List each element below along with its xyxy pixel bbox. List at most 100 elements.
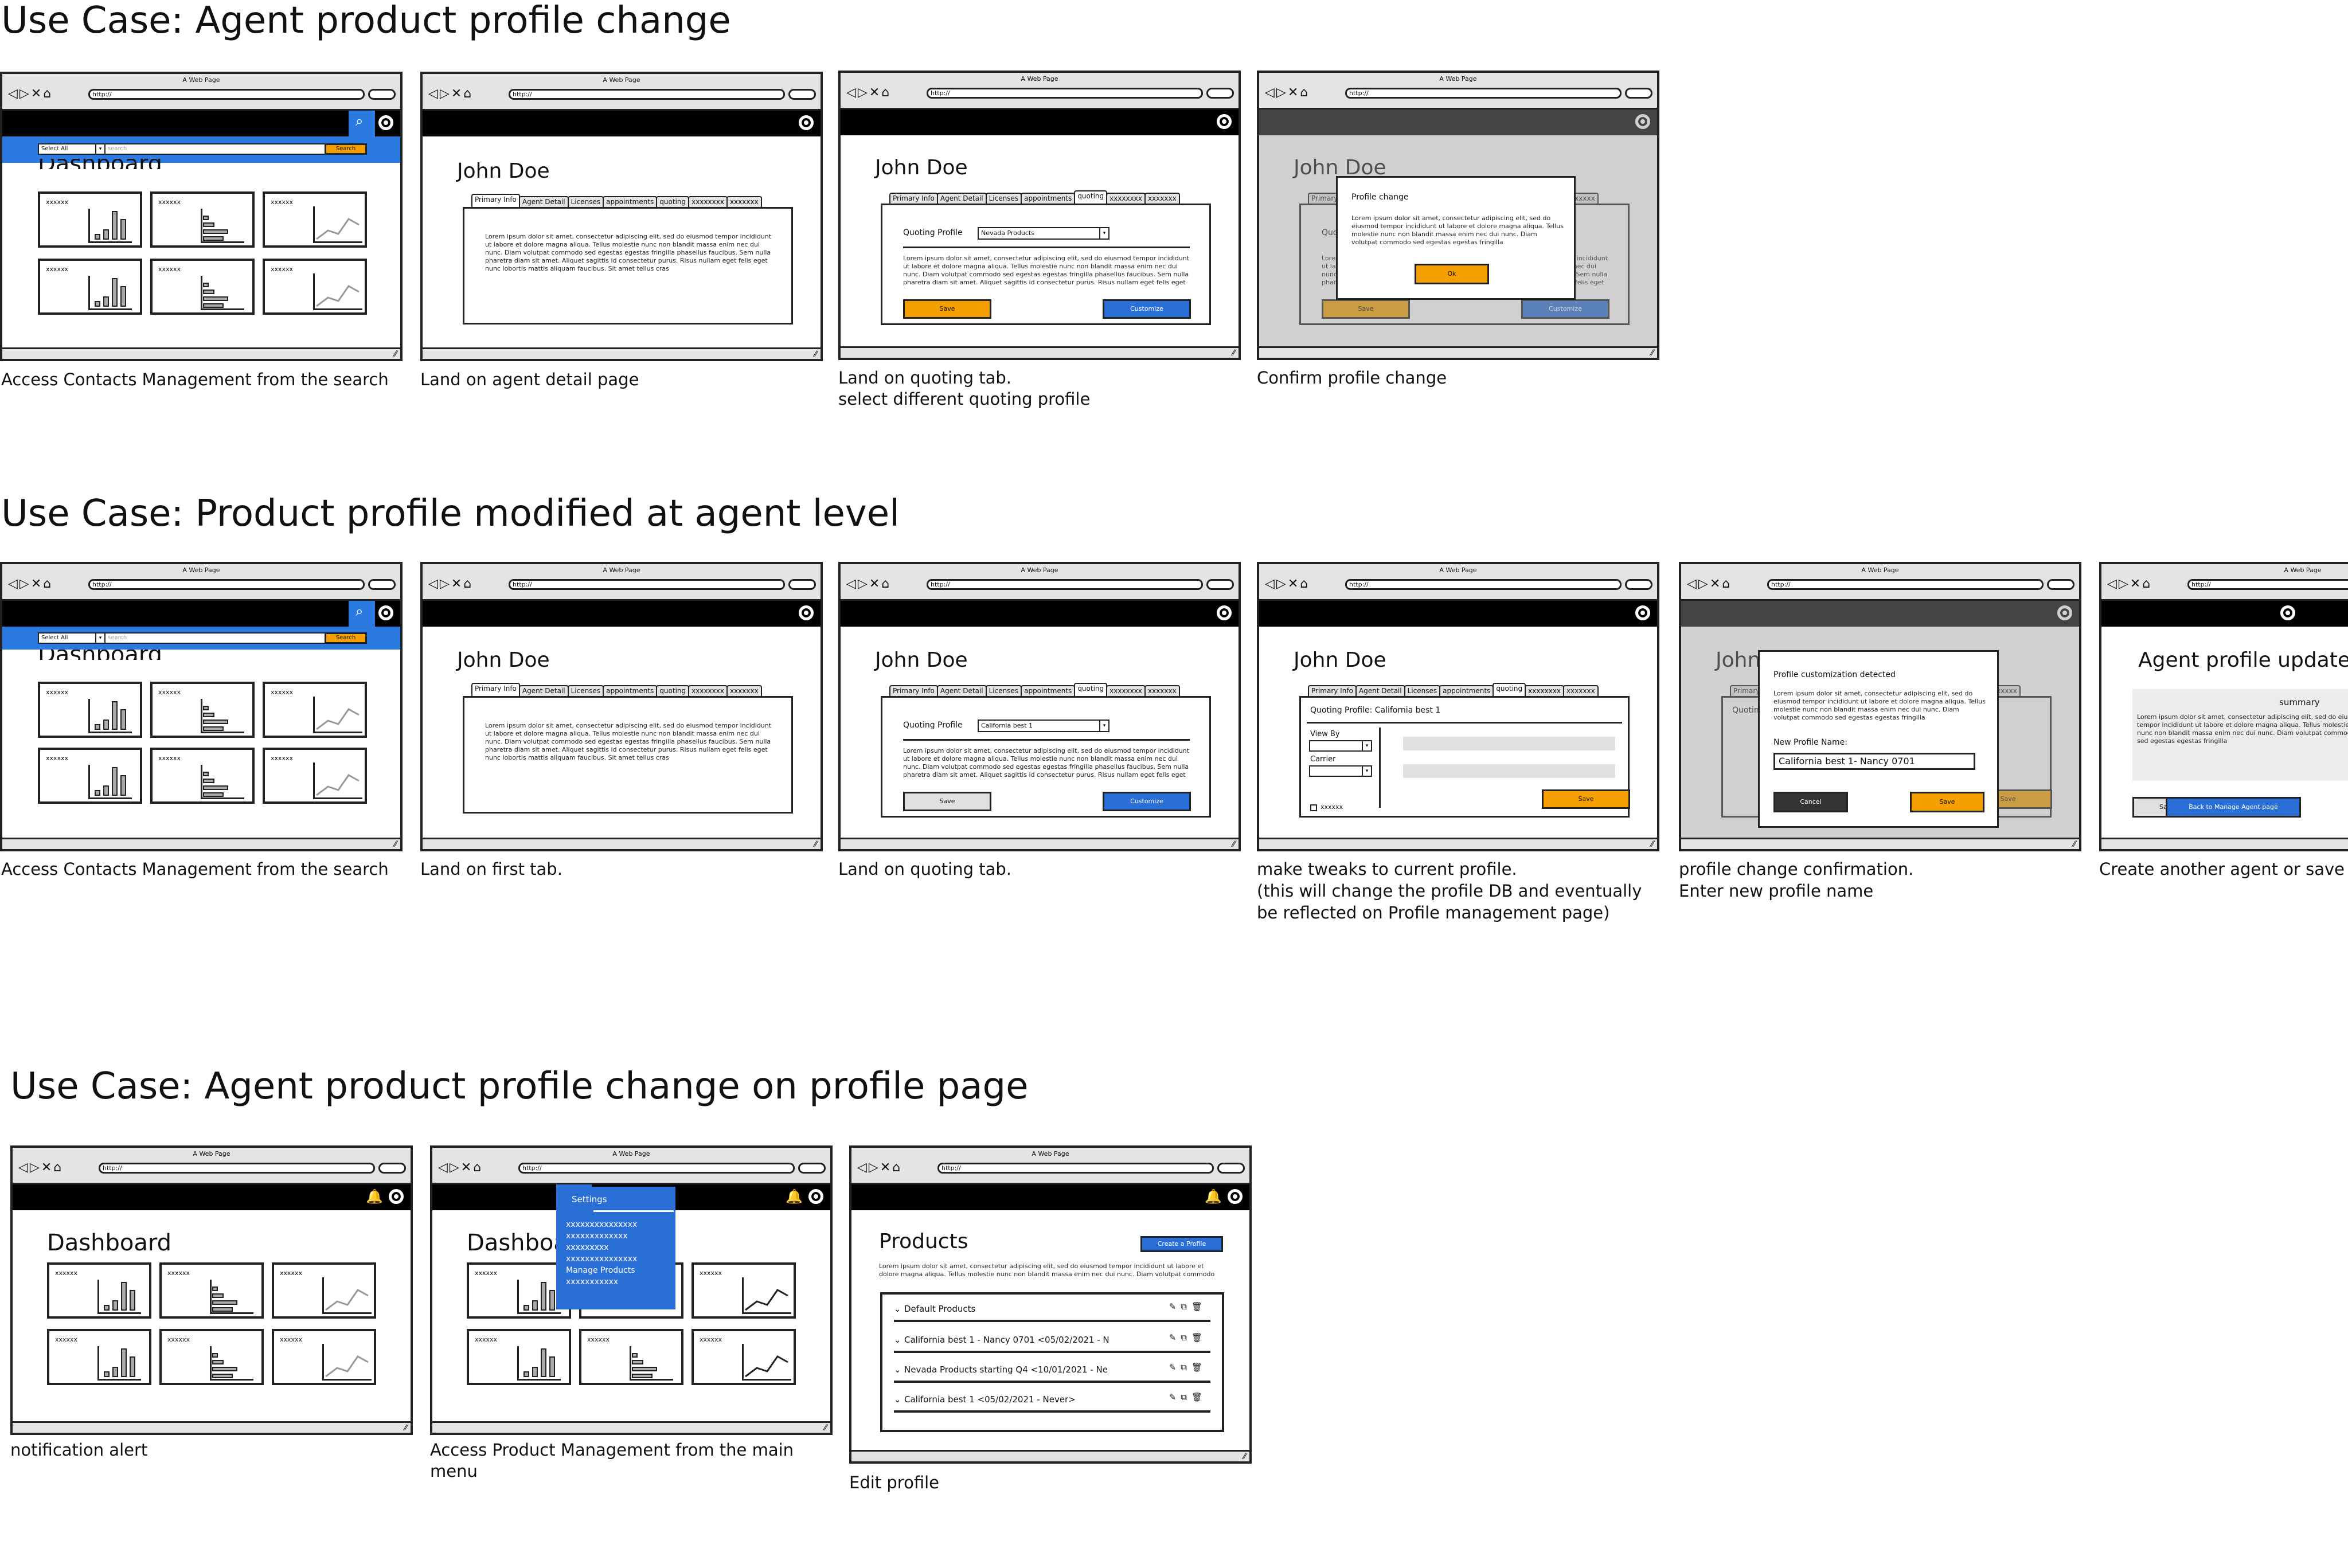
- option-checkbox[interactable]: [1310, 804, 1317, 811]
- tab-more[interactable]: xxxxxxxx: [688, 196, 728, 208]
- url-bar[interactable]: http://: [88, 579, 365, 590]
- menu-item[interactable]: xxxxxxxxx: [566, 1243, 609, 1252]
- tab-quoting[interactable]: quoting: [656, 196, 690, 208]
- tab-more[interactable]: xxxxxxxx: [688, 685, 728, 697]
- user-icon[interactable]: [378, 115, 393, 130]
- user-icon[interactable]: [1217, 114, 1232, 129]
- new-profile-name-input[interactable]: California best 1- Nancy 0701: [1773, 753, 1975, 770]
- chart-tile[interactable]: xxxxxx: [691, 1262, 796, 1319]
- tab-primary-info[interactable]: Primary Info: [889, 193, 938, 204]
- chart-tile[interactable]: xxxxxx: [150, 682, 255, 738]
- user-icon[interactable]: [378, 605, 393, 620]
- search-icon-button[interactable]: ⌕: [349, 601, 375, 627]
- chart-tile[interactable]: xxxxxx: [47, 1262, 151, 1319]
- tab-appointments[interactable]: appointments: [1021, 193, 1076, 204]
- row-actions[interactable]: ✎⧉🗑: [1169, 1301, 1207, 1312]
- save-button[interactable]: Save: [903, 299, 991, 319]
- url-bar[interactable]: http://: [937, 1163, 1214, 1174]
- search-icon-button[interactable]: ⌕: [349, 111, 375, 136]
- user-icon[interactable]: [1217, 605, 1232, 620]
- url-bar[interactable]: http://: [509, 89, 785, 100]
- url-bar[interactable]: http://: [1767, 579, 2044, 590]
- url-bar[interactable]: http://: [509, 579, 785, 590]
- bell-icon[interactable]: 🔔: [786, 1188, 803, 1205]
- chart-tile[interactable]: xxxxxx: [579, 1329, 683, 1385]
- profile-row[interactable]: ⌄California best 1 - Nancy 0701 <05/02/2…: [894, 1328, 1210, 1353]
- search-pill[interactable]: [368, 89, 396, 100]
- save-button[interactable]: Save: [903, 792, 991, 811]
- carrier-select[interactable]: ▾: [1309, 765, 1372, 777]
- user-icon[interactable]: [1228, 1189, 1243, 1204]
- cancel-button[interactable]: Cancel: [1773, 792, 1848, 812]
- tab-quoting[interactable]: quoting: [1074, 683, 1108, 697]
- row-actions[interactable]: ✎⧉🗑: [1169, 1362, 1207, 1373]
- tab-more[interactable]: xxxxxxx: [1144, 193, 1180, 204]
- search-scope-select[interactable]: Select All▾: [38, 632, 106, 644]
- chart-tile[interactable]: xxxxxx: [38, 748, 142, 804]
- quoting-profile-select[interactable]: California best 1▾: [978, 720, 1109, 732]
- url-bar[interactable]: http://: [99, 1163, 375, 1174]
- tab-quoting[interactable]: quoting: [1074, 190, 1108, 204]
- url-bar[interactable]: http://: [518, 1163, 795, 1174]
- save-button[interactable]: Save: [1910, 792, 1984, 812]
- row-actions[interactable]: ✎⧉🗑: [1169, 1332, 1207, 1343]
- tab-licenses[interactable]: Licenses: [985, 193, 1022, 204]
- url-bar[interactable]: http://: [927, 88, 1203, 99]
- chart-tile[interactable]: xxxxxx: [263, 682, 367, 738]
- tab-licenses[interactable]: Licenses: [567, 196, 604, 208]
- search-input[interactable]: search: [104, 143, 326, 155]
- tab-agent-detail[interactable]: Agent Detail: [518, 685, 569, 697]
- menu-item-manage-products[interactable]: Manage Products: [566, 1266, 635, 1275]
- chart-tile[interactable]: xxxxxx: [159, 1329, 264, 1385]
- user-icon[interactable]: [2057, 605, 2072, 620]
- chart-tile[interactable]: xxxxxx: [272, 1262, 376, 1319]
- profile-row[interactable]: ⌄California best 1 <05/02/2021 - Never>✎…: [894, 1387, 1210, 1413]
- create-profile-button[interactable]: Create a Profile: [1140, 1236, 1223, 1252]
- save-button[interactable]: Save: [1542, 789, 1630, 809]
- chart-tile[interactable]: xxxxxx: [263, 191, 367, 248]
- search-button[interactable]: Search: [325, 143, 367, 155]
- search-button[interactable]: Search: [325, 632, 367, 644]
- chart-tile[interactable]: xxxxxx: [691, 1329, 796, 1385]
- customize-button[interactable]: Customize: [1103, 792, 1191, 811]
- url-bar[interactable]: http://: [1345, 579, 1622, 590]
- url-bar[interactable]: http://: [1345, 88, 1622, 99]
- tab-agent-detail[interactable]: Agent Detail: [936, 193, 987, 204]
- search-input[interactable]: search: [104, 632, 326, 644]
- tab-licenses[interactable]: Licenses: [567, 685, 604, 697]
- chart-tile[interactable]: xxxxxx: [150, 259, 255, 315]
- ok-button[interactable]: Ok: [1415, 264, 1489, 284]
- chart-tile[interactable]: xxxxxx: [263, 748, 367, 804]
- tab-more[interactable]: xxxxxxx: [726, 196, 762, 208]
- tab-primary-info[interactable]: Primary Info: [471, 683, 520, 697]
- user-icon[interactable]: [2280, 605, 2295, 620]
- tab-appointments[interactable]: appointments: [603, 196, 658, 208]
- view-by-select[interactable]: ▾: [1309, 740, 1372, 752]
- tab-more[interactable]: xxxxxxxx: [1106, 193, 1146, 204]
- url-bar[interactable]: http://: [2187, 579, 2348, 590]
- chart-tile[interactable]: xxxxxx: [38, 682, 142, 738]
- tab-appointments[interactable]: appointments: [603, 685, 658, 697]
- tab-quoting[interactable]: quoting: [656, 685, 690, 697]
- row-actions[interactable]: ✎⧉🗑: [1169, 1392, 1207, 1402]
- chart-tile[interactable]: xxxxxx: [467, 1329, 571, 1385]
- chart-tile[interactable]: xxxxxx: [47, 1329, 151, 1385]
- user-icon[interactable]: [1635, 605, 1650, 620]
- back-to-manage-agent-button[interactable]: Back to Manage Agent page: [2166, 797, 2301, 818]
- chart-tile[interactable]: xxxxxx: [159, 1262, 264, 1319]
- user-icon[interactable]: [1635, 114, 1650, 129]
- chart-tile[interactable]: xxxxxx: [263, 259, 367, 315]
- menu-item[interactable]: xxxxxxxxxxxxxxx: [566, 1220, 638, 1229]
- chart-tile[interactable]: xxxxxx: [150, 191, 255, 248]
- menu-item[interactable]: xxxxxxxxxxxxx: [566, 1231, 628, 1241]
- customize-button[interactable]: Customize: [1103, 299, 1191, 319]
- bell-icon[interactable]: 🔔: [366, 1188, 383, 1205]
- chart-tile[interactable]: xxxxxx: [38, 191, 142, 248]
- user-icon[interactable]: [799, 605, 814, 620]
- chart-tile[interactable]: xxxxxx: [38, 259, 142, 315]
- user-icon[interactable]: [808, 1189, 823, 1204]
- profile-row[interactable]: ⌄Default Products✎⧉🗑: [894, 1297, 1210, 1322]
- chart-tile[interactable]: xxxxxx: [150, 748, 255, 804]
- tab-primary-info[interactable]: Primary Info: [471, 194, 520, 208]
- chart-tile[interactable]: xxxxxx: [467, 1262, 571, 1319]
